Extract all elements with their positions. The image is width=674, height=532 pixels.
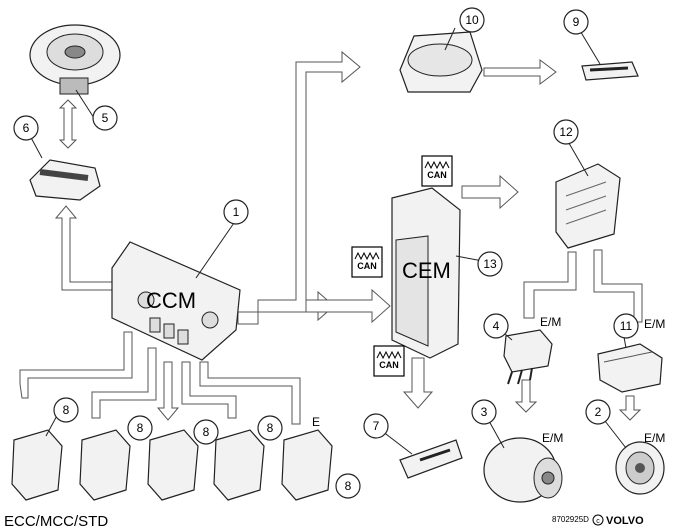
callout-4: 4: [483, 313, 509, 339]
em-label-box: E/M: [644, 317, 665, 331]
svg-text:12: 12: [559, 125, 573, 139]
arrow-ccm-to-cem: [305, 288, 391, 324]
cooling-fan-icon: [615, 441, 665, 495]
arrow-cem-to-diag: [402, 357, 434, 409]
brand-logo: VOLVO: [606, 515, 644, 527]
damper-motor-icon: [11, 429, 333, 501]
callout-9: 9: [563, 9, 589, 35]
svg-text:1: 1: [233, 205, 240, 219]
arrow-ccm-to-resistor: [54, 205, 121, 291]
e-label: E: [312, 415, 320, 429]
arrow-box-to-fan: [618, 395, 642, 421]
callout-7: 7: [363, 413, 389, 439]
ccm-label: CCM: [146, 288, 196, 313]
svg-text:8: 8: [267, 421, 274, 435]
blower-fan-icon: [29, 24, 121, 95]
svg-text:7: 7: [373, 419, 380, 433]
svg-text:8: 8: [137, 421, 144, 435]
can-bus-icon: CAN CAN CAN: [351, 155, 453, 377]
svg-text:CAN: CAN: [427, 170, 447, 180]
callout-13: 13: [477, 251, 503, 277]
engine-control-module-icon: [555, 163, 621, 249]
leader-lines: [27, 23, 627, 455]
svg-text:4: 4: [493, 319, 500, 333]
footer-caption: ECC/MCC/STD: [4, 513, 108, 530]
arrow-ccm-to-damper-2: [91, 347, 157, 419]
svg-text:5: 5: [102, 111, 109, 125]
callout-8c: 8: [193, 419, 219, 445]
arrow-resistor-blower: [58, 99, 78, 149]
arrow-ecm-to-relay: [523, 251, 577, 319]
callout-8b: 8: [127, 415, 153, 441]
svg-text:8: 8: [345, 479, 352, 493]
svg-text:8: 8: [203, 425, 210, 439]
blower-resistor-icon: [29, 159, 101, 201]
arrow-cem-to-ecm: [461, 174, 519, 210]
callout-8d: 8: [257, 415, 283, 441]
arrow-ccm-to-damper-3: [156, 361, 180, 421]
svg-text:CAN: CAN: [357, 261, 377, 271]
callout-11: 11: [613, 313, 639, 339]
callout-12: 12: [553, 119, 579, 145]
em-label-relay: E/M: [540, 315, 561, 329]
diagnostic-connector-icon: [399, 439, 463, 479]
em-label-compressor: E/M: [542, 431, 563, 445]
arrow-ccm-to-damper-1: [19, 331, 133, 399]
callout-2: 2: [585, 399, 611, 425]
figure-code: 8702925D: [552, 515, 589, 524]
svg-text:13: 13: [483, 257, 497, 271]
control-box-icon: [597, 343, 663, 393]
climate-control-panel-icon: [111, 241, 241, 361]
svg-text:2: 2: [595, 405, 602, 419]
callout-6: 6: [13, 115, 39, 141]
callout-10: 10: [459, 7, 485, 33]
svg-text:3: 3: [481, 405, 488, 419]
arrow-cluster-to-display: [483, 59, 557, 85]
svg-text:6: 6: [23, 121, 30, 135]
svg-text:c: c: [596, 518, 600, 525]
relay-icon: [503, 329, 553, 385]
callout-5: 5: [92, 105, 118, 131]
svg-text:10: 10: [465, 13, 479, 27]
svg-text:CAN: CAN: [379, 360, 399, 370]
callout-1: 1: [223, 199, 249, 225]
central-electronic-module-icon: [391, 187, 461, 359]
copyright-icon: c: [592, 514, 604, 526]
arrow-relay-to-compressor: [514, 379, 538, 413]
svg-text:8: 8: [63, 403, 70, 417]
svg-text:11: 11: [620, 319, 633, 333]
instrument-cluster-icon: [399, 31, 483, 93]
cem-label: CEM: [402, 258, 451, 283]
svg-text:9: 9: [573, 15, 580, 29]
callout-3: 3: [471, 399, 497, 425]
arrow-ecm-to-box: [593, 249, 643, 323]
callout-8e: 8: [335, 473, 361, 499]
ac-compressor-icon: [483, 437, 563, 503]
arrow-ccm-to-damper-4: [181, 361, 237, 419]
arrow-ccm-to-damper-5: [199, 361, 301, 425]
display-icon: [581, 61, 639, 81]
arrow-ccm-to-cluster: [237, 50, 361, 325]
callout-8a: 8: [53, 397, 79, 423]
em-label-fan: E/M: [644, 431, 665, 445]
signal-arrows: [19, 50, 643, 425]
callouts: 1 2 3 4 5 6 7 8 8 8 8 8 9 10 11 12 13: [13, 7, 639, 499]
